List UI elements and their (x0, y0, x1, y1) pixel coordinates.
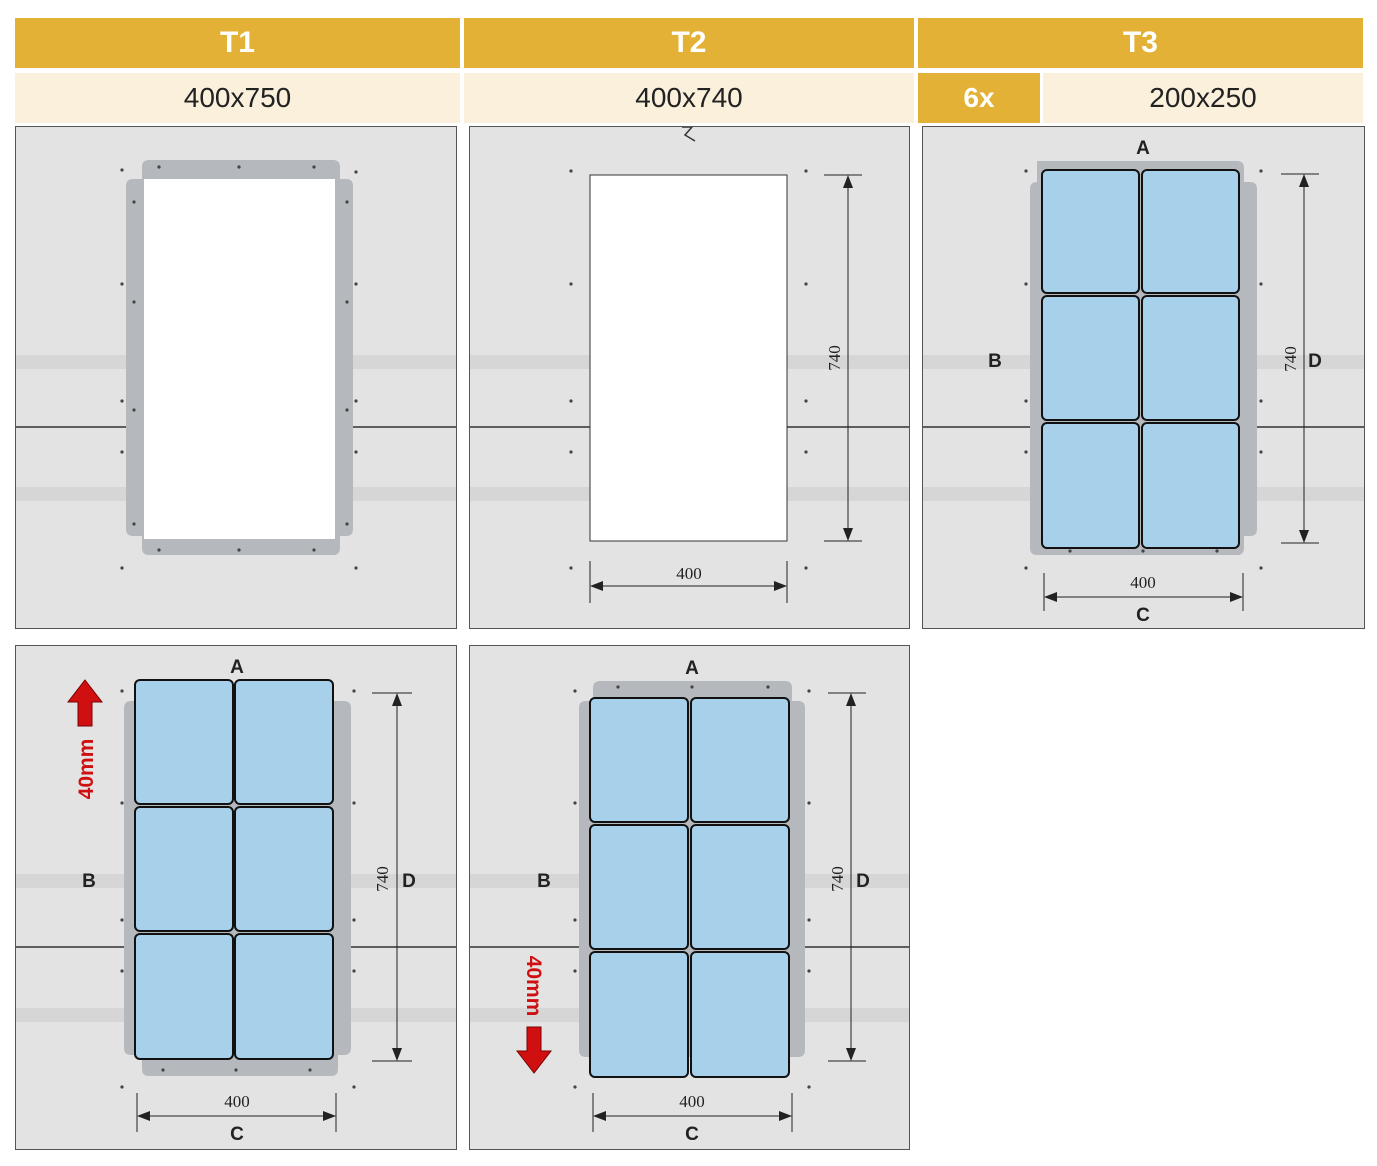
tile (690, 951, 790, 1078)
t3-height-label: 740 (1281, 346, 1300, 372)
up-height-label: 740 (373, 866, 392, 892)
t2-height-label: 740 (825, 345, 844, 371)
subheader-t3-qty: 6x (918, 73, 1040, 123)
tile (690, 824, 790, 950)
screw-dots (573, 685, 811, 1089)
t3-qty: 6x (963, 82, 995, 113)
tile (1041, 295, 1140, 421)
tile (134, 933, 234, 1060)
t1-size: 400x750 (183, 82, 292, 113)
t3-label-c: C (1136, 605, 1150, 626)
t2-width-label: 400 (676, 564, 702, 583)
t3-width-label: 400 (1130, 573, 1156, 592)
panel-t2: 740 400 (469, 126, 910, 629)
screw-dots (1024, 169, 1263, 570)
up-label-b: B (82, 871, 96, 892)
arrow-down-icon (515, 1026, 553, 1074)
t1-title: T1 (219, 26, 255, 59)
panel-shift-down: A B D C 740 400 40mm (469, 645, 910, 1150)
t1-diagram (16, 160, 456, 570)
up-label-d: D (402, 871, 416, 892)
down-shift-label: 40mm (522, 956, 545, 1017)
t2-title: T2 (671, 26, 707, 59)
tile (589, 824, 689, 950)
tiles (589, 697, 790, 1078)
arrow-up-icon (66, 679, 104, 727)
tile (1041, 169, 1140, 294)
header-t1: T1 (15, 18, 460, 68)
header-t3: T3 (918, 18, 1363, 68)
t2-size: 400x740 (635, 82, 743, 113)
up-width-label: 400 (224, 1092, 250, 1111)
t3-label-b: B (988, 351, 1002, 372)
tile (234, 806, 334, 932)
header-t2: T2 (464, 18, 914, 68)
tile (1141, 295, 1240, 421)
height-dimension (828, 692, 866, 1062)
tile (234, 679, 334, 805)
tiles (1041, 169, 1240, 549)
tile (690, 697, 790, 823)
shift-down-diagram: A B D C 740 400 40mm (470, 658, 909, 1145)
width-dimension (1043, 573, 1244, 611)
up-label-c: C (230, 1124, 244, 1145)
down-label-b: B (537, 871, 551, 892)
down-label-a: A (685, 658, 699, 679)
up-shift-label: 40mm (75, 739, 98, 800)
down-width-label: 400 (679, 1092, 705, 1111)
subheader-t3-size: 200x250 (1043, 73, 1363, 123)
t3-size: 200x250 (1149, 82, 1257, 113)
height-dimension (372, 692, 412, 1062)
height-dimension (1281, 173, 1319, 544)
width-dimension (589, 561, 788, 603)
tile (589, 697, 689, 823)
panel-t3: A B D C 740 400 (922, 126, 1365, 629)
tile (1141, 169, 1240, 294)
tile (234, 933, 334, 1060)
shift-up-diagram: A B D C 740 400 40mm (16, 657, 456, 1145)
width-dimension (592, 1093, 793, 1132)
t3-label-a: A (1136, 138, 1150, 159)
height-dimension (824, 174, 862, 542)
panel-t1 (15, 126, 457, 629)
subheader-t1: 400x750 (15, 73, 460, 123)
tile (134, 806, 234, 932)
window-opening (589, 174, 788, 542)
tile (589, 951, 689, 1078)
width-dimension (136, 1093, 337, 1132)
screw-dots (120, 689, 356, 1089)
tiles (134, 679, 334, 1060)
t3-diagram: A B D C 740 400 (923, 138, 1364, 626)
tile (134, 679, 234, 805)
t2-diagram: 740 400 (470, 127, 909, 603)
down-height-label: 740 (828, 866, 847, 892)
screw-dots (120, 165, 358, 570)
break-mark (682, 127, 696, 142)
panel-shift-up: A B D C 740 400 40mm (15, 645, 457, 1150)
t3-label-d: D (1308, 351, 1322, 372)
down-label-c: C (685, 1124, 699, 1145)
subheader-t2: 400x740 (464, 73, 914, 123)
screw-dots (569, 169, 808, 570)
up-label-a: A (230, 657, 244, 678)
tile (1041, 422, 1140, 549)
t3-title: T3 (1122, 26, 1158, 59)
tile (1141, 422, 1240, 549)
window-opening (144, 179, 335, 539)
down-label-d: D (856, 871, 870, 892)
